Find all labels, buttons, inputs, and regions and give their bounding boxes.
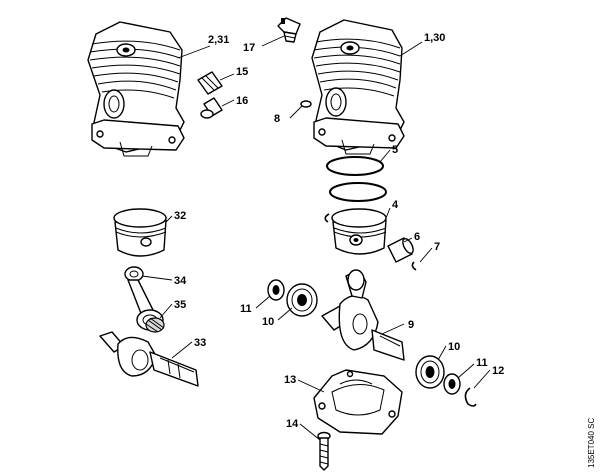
callout-7: 7 bbox=[434, 241, 440, 253]
callout-9: 9 bbox=[408, 319, 414, 331]
callout-12: 12 bbox=[492, 365, 504, 377]
callout-15: 15 bbox=[236, 66, 248, 78]
part-32-piston bbox=[113, 208, 167, 257]
part-6-piston-pin bbox=[387, 237, 414, 263]
part-11-oil-seal-bottom bbox=[443, 373, 461, 395]
part-16-plug bbox=[200, 97, 223, 119]
part-33-crankshaft bbox=[99, 331, 199, 387]
callout-1-30: 1,30 bbox=[424, 32, 445, 44]
callout-8: 8 bbox=[274, 113, 280, 125]
cylinder-left bbox=[87, 21, 185, 157]
callout-16: 16 bbox=[236, 95, 248, 107]
part-4-circlip bbox=[324, 213, 330, 223]
callout-4: 4 bbox=[392, 199, 399, 211]
part-7-circlip bbox=[411, 261, 417, 271]
part-10-bearing-bottom bbox=[415, 355, 445, 389]
drawing-code: 135ET040 SC bbox=[587, 418, 596, 468]
part-8-clip bbox=[300, 100, 312, 108]
part-9-crankshaft bbox=[321, 269, 405, 361]
callout-10-bottom: 10 bbox=[448, 341, 460, 353]
callout-32: 32 bbox=[174, 210, 186, 222]
callout-10-top: 10 bbox=[262, 316, 274, 328]
cylinder-right bbox=[311, 19, 405, 155]
part-12-circlip bbox=[464, 387, 477, 407]
leader-lines bbox=[141, 35, 491, 441]
callout-11-top: 11 bbox=[240, 303, 252, 315]
part-5-piston-rings bbox=[326, 156, 387, 202]
part-4-piston bbox=[331, 208, 387, 255]
callout-labels: 2,31 1,30 17 15 16 8 5 4 32 6 7 34 35 11… bbox=[174, 32, 504, 430]
part-17-valve bbox=[277, 17, 301, 43]
part-11-oil-seal-top bbox=[267, 279, 285, 301]
callout-5: 5 bbox=[392, 144, 398, 156]
callout-17: 17 bbox=[243, 42, 255, 54]
part-13-crankcase bbox=[313, 369, 403, 435]
part-35-needle-bearing bbox=[145, 317, 165, 333]
callout-34: 34 bbox=[174, 275, 187, 287]
callout-35: 35 bbox=[174, 299, 186, 311]
part-15-fitting bbox=[197, 71, 223, 95]
callout-14: 14 bbox=[286, 418, 299, 430]
callout-6: 6 bbox=[414, 231, 420, 243]
part-14-screw bbox=[317, 431, 331, 471]
callout-2-31: 2,31 bbox=[208, 34, 229, 46]
callout-11-bottom: 11 bbox=[476, 357, 488, 369]
part-10-bearing-top bbox=[286, 283, 318, 317]
callout-33: 33 bbox=[194, 337, 206, 349]
callout-13: 13 bbox=[284, 374, 296, 386]
